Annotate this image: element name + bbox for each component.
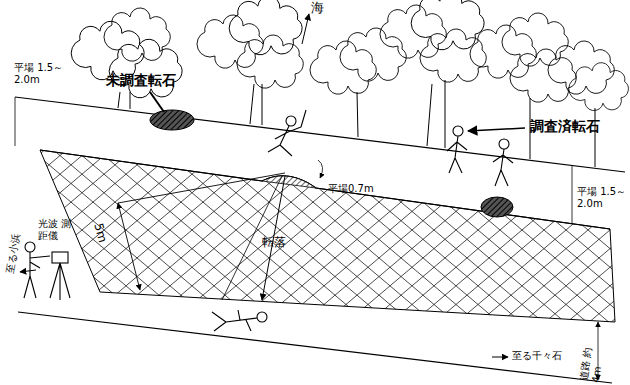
tree-trunk bbox=[130, 92, 131, 109]
dimension-label: 平場 1.5～2.0m bbox=[14, 62, 72, 85]
tree-canopy bbox=[237, 35, 303, 88]
tree-trunk bbox=[118, 92, 120, 108]
direction-label: 至る千々石 bbox=[512, 350, 562, 362]
direction-label: 至る小浜 bbox=[4, 233, 22, 274]
tree-trunk bbox=[595, 108, 596, 167]
leader-arrow bbox=[468, 128, 525, 131]
tree-canopy bbox=[104, 8, 170, 61]
ridge bbox=[262, 176, 316, 188]
sea-arrow bbox=[302, 14, 309, 44]
tree-trunk bbox=[357, 92, 358, 137]
tree-canopy bbox=[109, 39, 182, 98]
direction-arrow bbox=[20, 270, 36, 272]
unsurveyed-rock bbox=[150, 110, 194, 130]
road-edge bbox=[18, 312, 612, 383]
ledge-width-arrow bbox=[318, 160, 323, 178]
fall-label: 転落 bbox=[262, 236, 286, 250]
tree-trunk bbox=[262, 84, 263, 125]
surveyor bbox=[493, 139, 513, 186]
slope-line bbox=[118, 173, 285, 203]
ledge-edge bbox=[15, 97, 625, 172]
fall-arrow bbox=[262, 176, 285, 300]
tree-trunk bbox=[445, 80, 446, 148]
tree-canopy bbox=[229, 0, 302, 55]
total-station bbox=[24, 242, 70, 300]
direction-arrow bbox=[492, 357, 508, 358]
leader-line bbox=[150, 92, 164, 112]
dimension-label: 平場0.7m bbox=[328, 183, 374, 195]
tree-canopy bbox=[510, 49, 576, 102]
ledge-dimension bbox=[572, 165, 573, 224]
rock-label: 調査済転石 bbox=[530, 118, 600, 134]
tree-canopy bbox=[411, 0, 484, 50]
tree-canopy bbox=[340, 28, 406, 81]
instrument-label: 光波 測距儀 bbox=[38, 218, 74, 241]
dimension-label: 5m bbox=[91, 222, 109, 244]
trees bbox=[71, 0, 628, 167]
tree-canopy bbox=[420, 29, 486, 82]
surveyed-rock bbox=[481, 197, 513, 217]
tree-canopy bbox=[470, 25, 536, 78]
ledge-dimension bbox=[15, 97, 16, 146]
fallen-person bbox=[212, 310, 267, 331]
slope-net bbox=[0, 120, 630, 340]
slope-dimension bbox=[118, 203, 140, 290]
tree-canopy bbox=[569, 63, 629, 111]
direction-label: 海 bbox=[311, 1, 324, 16]
slope-outline bbox=[40, 150, 615, 322]
surveyor bbox=[268, 110, 306, 156]
dimension-label: 平場 1.5～2.0m bbox=[577, 186, 630, 209]
dimension-label: 道路 約4m bbox=[578, 344, 606, 383]
tree-canopy bbox=[71, 21, 144, 80]
tree-trunk bbox=[427, 84, 432, 146]
surveyor bbox=[447, 126, 467, 173]
tree-canopy bbox=[380, 5, 446, 58]
net-lines bbox=[0, 120, 630, 340]
rock-label: 未調査転石 bbox=[106, 72, 176, 88]
tree-trunk bbox=[250, 84, 254, 124]
